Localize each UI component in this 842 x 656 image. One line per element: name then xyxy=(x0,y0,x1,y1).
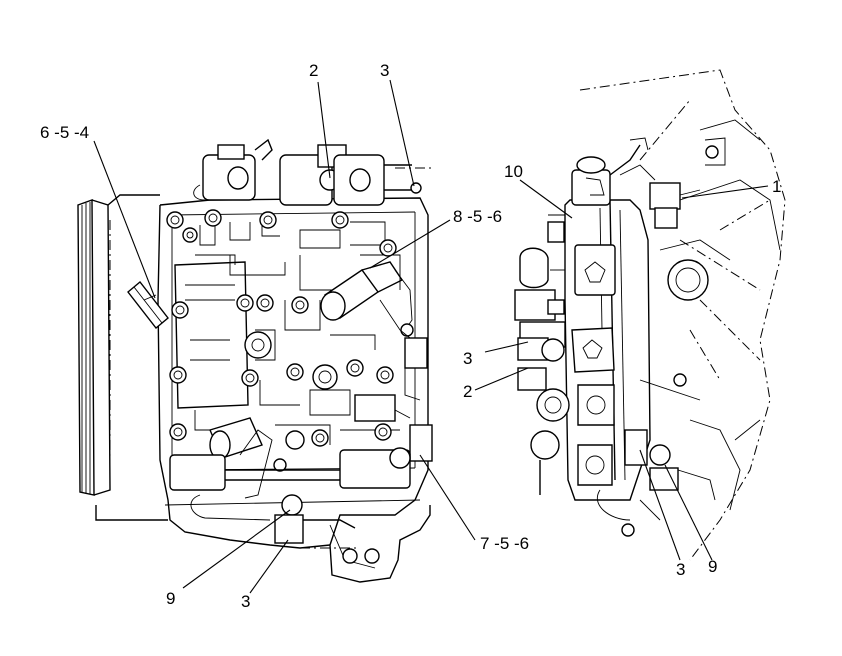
callout-2-right: 2 xyxy=(463,382,473,401)
callout-3-right-mid: 3 xyxy=(463,349,473,368)
right-bottom-fitting xyxy=(597,429,716,537)
callout-2-left: 2 xyxy=(309,61,319,80)
right-top-solenoid xyxy=(571,137,701,229)
callout-3-right-bottom: 3 xyxy=(676,560,686,579)
left-bolts xyxy=(166,209,397,472)
callout-10: 10 xyxy=(504,162,523,181)
top-solenoids xyxy=(193,138,435,206)
side-valve-body xyxy=(548,199,651,501)
callout-9-right: 9 xyxy=(708,557,718,576)
housing-outline xyxy=(579,69,786,561)
callout-7-5-6: 7 -5 -6 xyxy=(480,534,530,553)
filter-tube xyxy=(127,280,169,330)
callout-9-left: 9 xyxy=(166,589,176,608)
lower-solenoids xyxy=(169,417,411,521)
left-view xyxy=(77,138,435,583)
leader-lines xyxy=(93,79,769,594)
right-view xyxy=(514,69,786,561)
callout-6-5-4: 6 -5 -4 xyxy=(40,123,90,142)
converter-housing xyxy=(77,194,168,521)
side-protrusions xyxy=(514,221,570,495)
bottom-fitting xyxy=(274,494,380,569)
left-connectors xyxy=(354,299,433,462)
callout-8-5-6: 8 -5 -6 xyxy=(453,207,503,226)
callout-3-left-bottom: 3 xyxy=(241,592,251,611)
diagonal-solenoid xyxy=(320,261,414,337)
callout-1: 1 xyxy=(772,177,782,196)
callout-3-left-top: 3 xyxy=(380,61,390,80)
